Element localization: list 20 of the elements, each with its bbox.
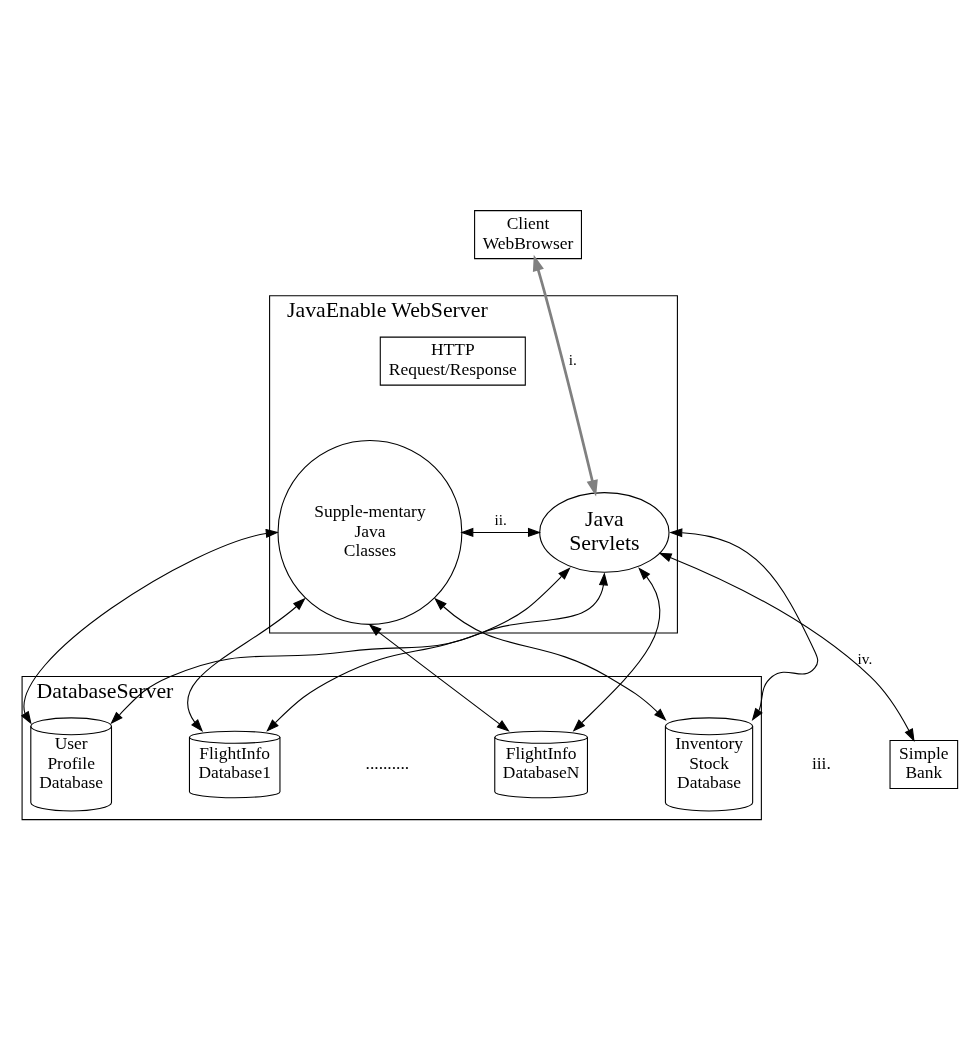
node-box: Client WebBrowser [473, 210, 582, 260]
label: .......... [365, 752, 409, 773]
node-circle: Supple-mentary Java Classes [276, 440, 462, 625]
arrow [658, 552, 915, 742]
edge-label: iv. [857, 649, 872, 667]
node-box: Simple Bank [889, 739, 958, 789]
arrow [186, 597, 306, 732]
arrow [433, 597, 667, 721]
node-box: HTTP Request/Response [379, 336, 526, 386]
arrow [109, 567, 571, 725]
edge-label: i. [568, 351, 577, 369]
arrow [20, 528, 279, 725]
arrow [532, 254, 598, 497]
arrow [572, 567, 661, 732]
label: iii. [811, 752, 831, 773]
arrow [265, 572, 608, 732]
arrow [668, 528, 818, 722]
arrow [459, 527, 541, 538]
edge-label: ii. [493, 511, 507, 529]
arrow [368, 624, 510, 732]
